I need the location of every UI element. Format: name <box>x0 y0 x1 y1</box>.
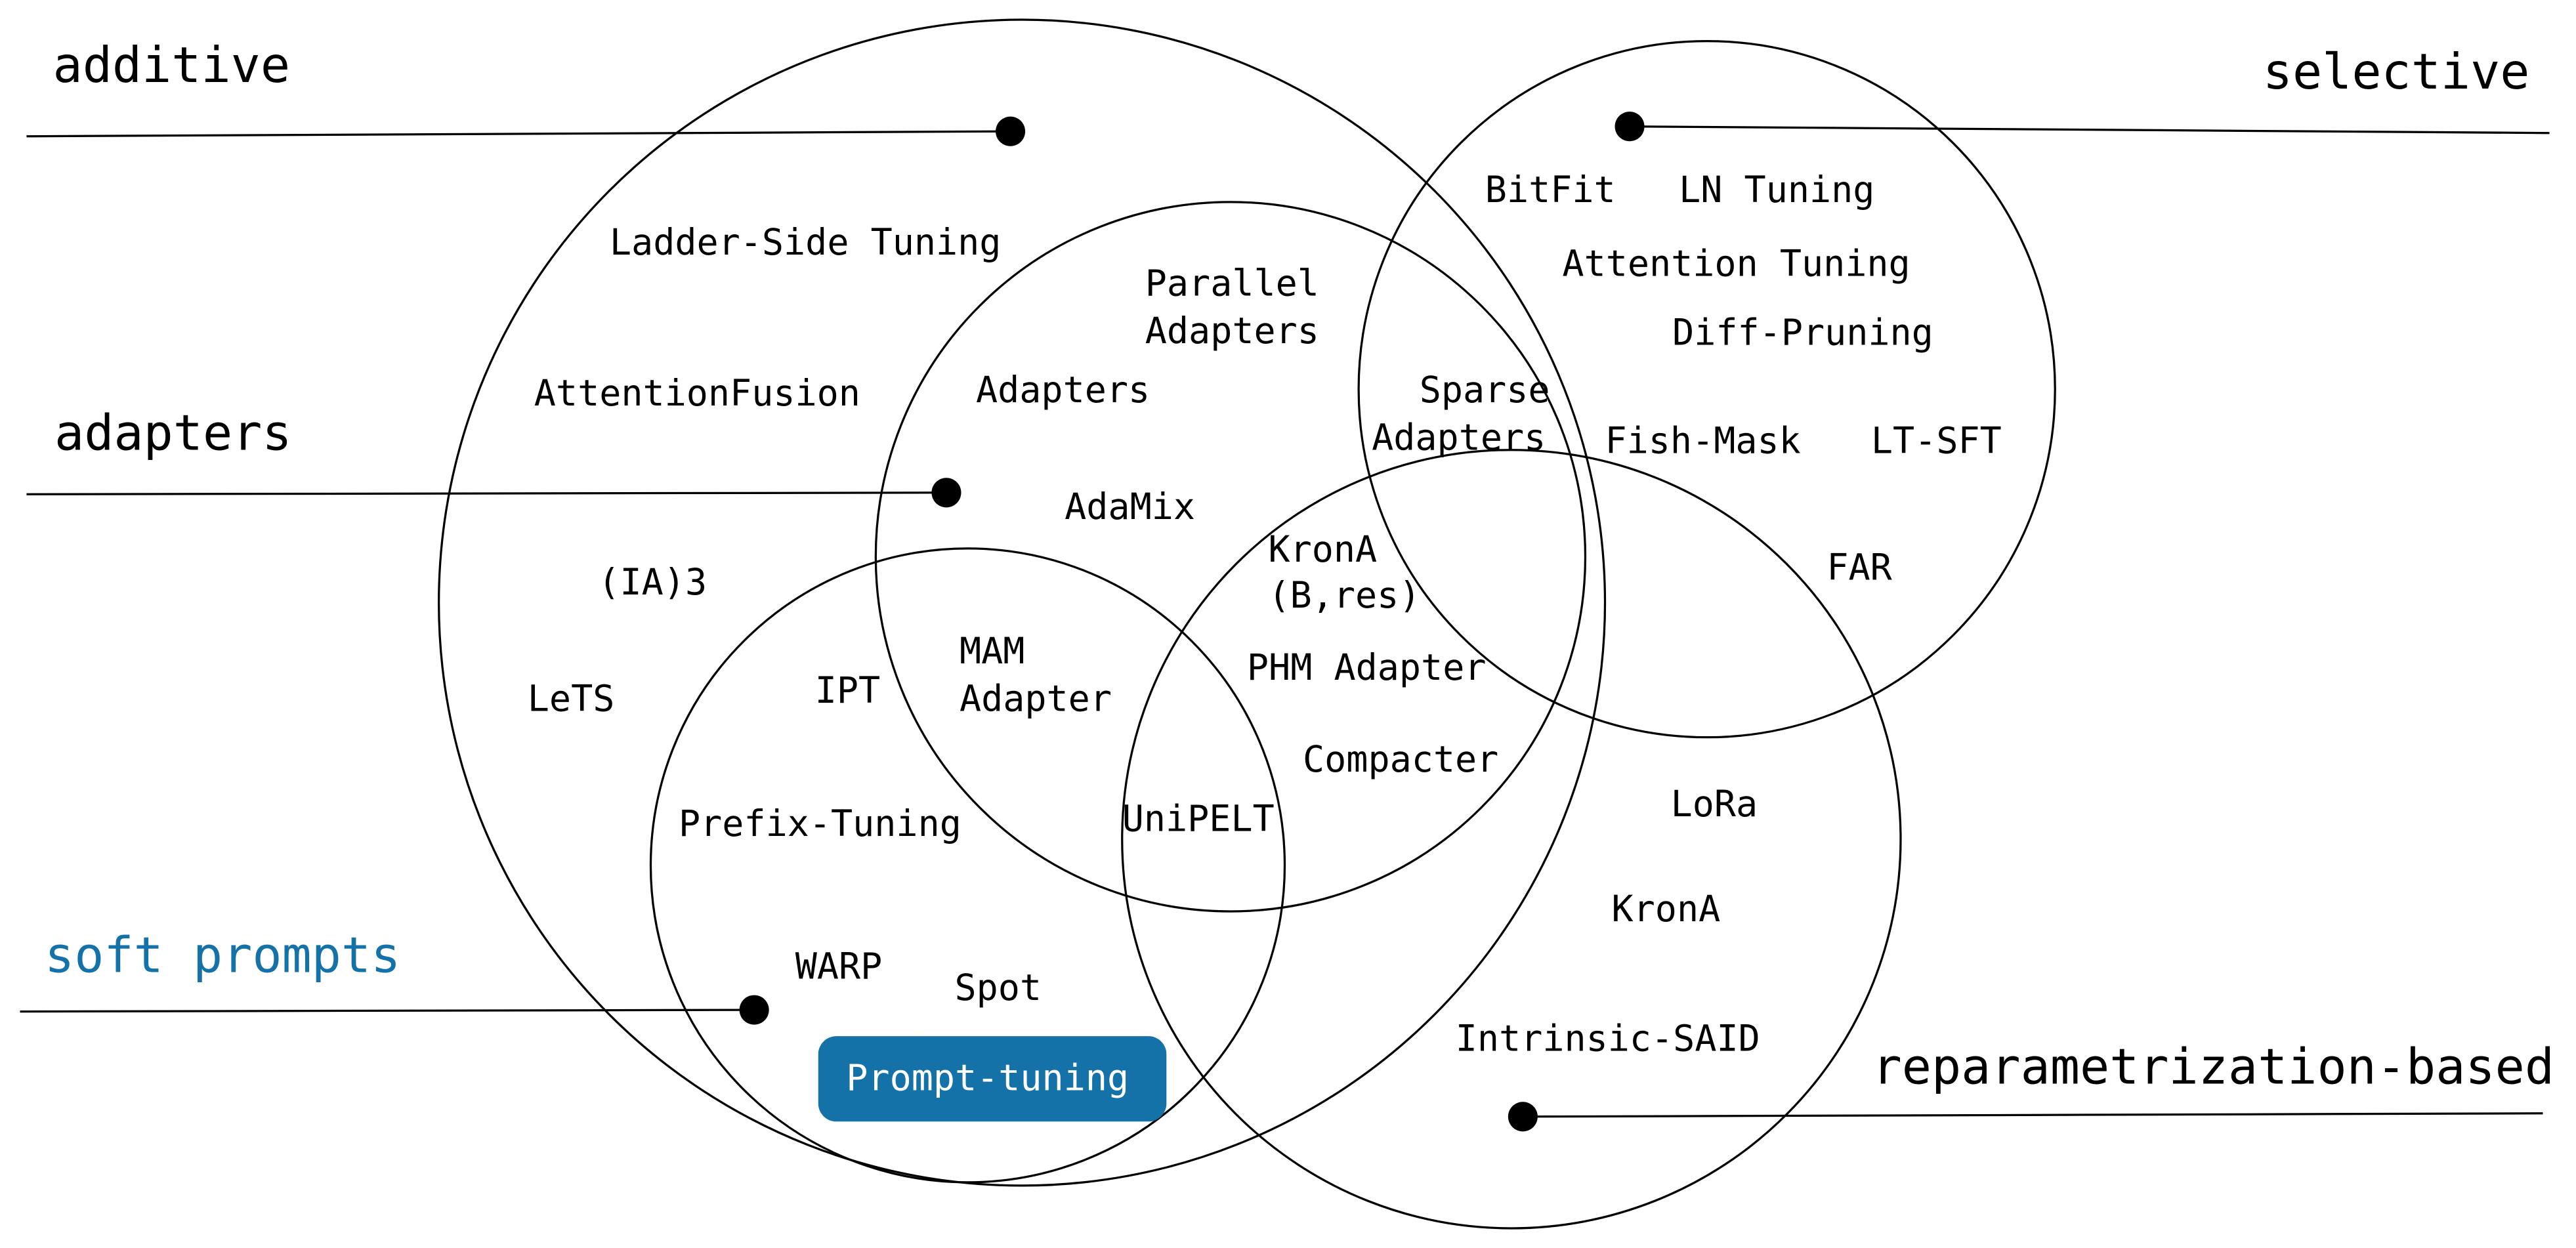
reparametrization-anchor-dot <box>1508 1102 1538 1132</box>
method-phm-adapter: PHM Adapter <box>1247 646 1487 688</box>
method-diff-pruning: Diff-Pruning <box>1672 312 1933 354</box>
method-mam-adapter-line2: Adapter <box>960 678 1112 720</box>
method-prompt-tuning: Prompt-tuning <box>846 1057 1129 1099</box>
method-parallel-adapters-line2: Adapters <box>1145 310 1319 352</box>
selective-set-circle <box>1357 39 2056 739</box>
method-ln-tuning: LN Tuning <box>1679 169 1874 211</box>
reparametrization-leader-line <box>1523 1112 2543 1118</box>
additive-anchor-dot <box>996 116 1026 146</box>
category-label-soft-prompts: soft prompts <box>45 926 400 984</box>
method-krona: KronA <box>1612 888 1721 930</box>
category-label-adapters: adapters <box>54 404 292 462</box>
method-attentionfusion: AttentionFusion <box>534 372 860 414</box>
adapters-anchor-dot <box>931 478 961 508</box>
method-intrinsic-said: Intrinsic-SAID <box>1456 1018 1760 1060</box>
selective-leader-line <box>1630 125 2550 135</box>
method-attention-tuning: Attention Tuning <box>1562 242 1910 284</box>
method-prefix-tuning: Prefix-Tuning <box>679 802 961 844</box>
method-far: FAR <box>1826 546 1892 588</box>
method-ipt: IPT <box>815 669 880 711</box>
additive-leader-line <box>26 130 1011 138</box>
method-fish-mask: Fish-Mask <box>1605 420 1801 462</box>
method-sparse-adapters-line2: Adapters <box>1372 417 1546 459</box>
additive-set-circle <box>438 18 1607 1187</box>
method-warp: WARP <box>795 946 883 988</box>
category-label-selective: selective <box>2263 43 2530 100</box>
method-mam-adapter-line1: MAM <box>960 630 1024 672</box>
method-krona-bres-line1: KronA <box>1268 528 1377 570</box>
method-lt-sft: LT-SFT <box>1871 420 2002 462</box>
method-spot: Spot <box>954 967 1042 1009</box>
reparametrization-set-circle <box>1121 449 1902 1230</box>
selective-anchor-dot <box>1615 112 1645 142</box>
method-compacter: Compacter <box>1303 738 1498 780</box>
method-adamix: AdaMix <box>1065 486 1195 528</box>
method-lets: LeTS <box>528 678 615 720</box>
prompt-tuning-highlight-box <box>818 1036 1167 1122</box>
soft-prompts-anchor-dot <box>739 995 769 1025</box>
method-unipelt: UniPELT <box>1122 797 1275 839</box>
method-adapters: Adapters <box>976 369 1150 411</box>
method-sparse-adapters-line1: Sparse <box>1420 369 1550 411</box>
category-label-additive: additive <box>53 36 291 94</box>
method-ladder-side-tuning: Ladder-Side Tuning <box>610 221 1002 263</box>
method-bitfit: BitFit <box>1485 169 1616 211</box>
soft-prompts-leader-line <box>20 1009 755 1013</box>
method-lora: LoRa <box>1671 783 1758 825</box>
adapters-set-circle <box>874 201 1587 913</box>
adapters-leader-line <box>26 491 946 495</box>
method-ia3: (IA)3 <box>598 561 707 603</box>
category-label-reparametrization: reparametrization-based <box>1872 1038 2554 1096</box>
soft-prompts-set-circle <box>649 547 1286 1184</box>
method-krona-bres-line2: (B,res) <box>1268 574 1420 616</box>
method-parallel-adapters-line1: Parallel <box>1145 262 1319 304</box>
